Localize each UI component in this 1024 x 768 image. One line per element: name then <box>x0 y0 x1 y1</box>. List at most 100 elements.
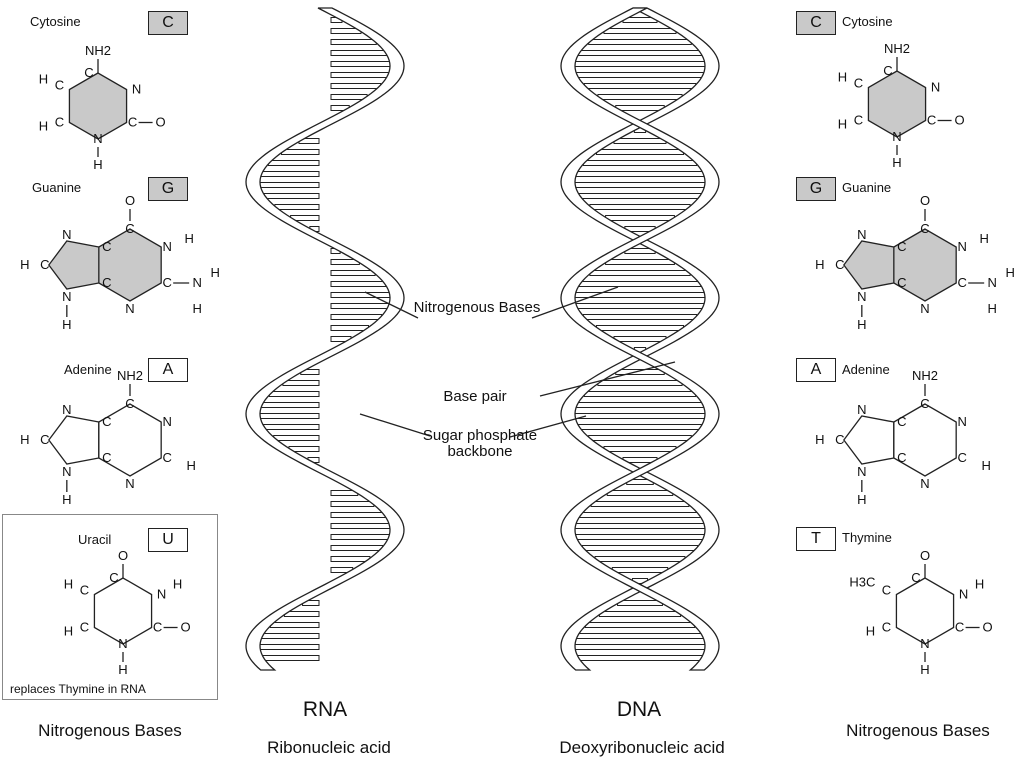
carbon-label: C <box>80 620 89 635</box>
rna-rung <box>330 545 384 551</box>
rna-rung <box>330 39 377 45</box>
nitrogen-label: N <box>892 129 901 144</box>
oxygen-label: O <box>920 193 930 208</box>
dna-rung <box>583 83 697 89</box>
nitrogen-label: N <box>959 587 968 602</box>
rna-rung <box>261 633 320 639</box>
carbon-label: C <box>55 78 64 93</box>
dna-rung <box>605 215 675 221</box>
carbon-label: C <box>102 450 111 465</box>
oxygen-label: O <box>118 548 128 563</box>
dna-rung <box>577 655 703 661</box>
carbon-label: C <box>883 63 892 78</box>
cytosine-label-right: Cytosine <box>842 14 893 29</box>
leader-nitrogenous-dna <box>531 286 619 319</box>
oxygen-label: O <box>181 620 191 635</box>
carbon-label: C <box>835 432 844 447</box>
rna-rung <box>262 655 320 661</box>
nitrogen-label: N <box>192 275 201 290</box>
carbon-label: C <box>897 414 906 429</box>
dna-helix <box>560 7 720 671</box>
guanine-label-left: Guanine <box>32 180 82 195</box>
hydrogen-label: H <box>39 119 48 134</box>
carbon-label: C <box>102 239 111 254</box>
footer-nitrogenous-bases-left: Nitrogenous Bases <box>38 721 182 740</box>
nitrogen-label: N <box>118 636 127 651</box>
carbon-label: C <box>920 221 929 236</box>
dna-rung <box>575 402 705 408</box>
uracil-note: replaces Thymine in RNA <box>10 682 146 696</box>
dna-rung <box>598 611 682 617</box>
guanine-letter-box-left: G <box>148 177 188 201</box>
hydrogen-label: H <box>981 458 990 473</box>
nitrogen-label: N <box>920 301 929 316</box>
rna-rung <box>260 402 320 408</box>
dna-rung <box>606 490 674 496</box>
carbon-label: C <box>162 275 171 290</box>
ring <box>895 577 955 645</box>
rna-rung <box>330 534 391 540</box>
amine-label: NH2 <box>912 368 938 383</box>
hydrogen-label: H <box>1005 265 1014 280</box>
dna-rung <box>595 149 685 155</box>
thymine-label: Thymine <box>842 530 892 545</box>
nitrogen-label: N <box>987 275 996 290</box>
dna-title: DNA <box>616 698 662 721</box>
hydrogen-label: H <box>857 492 866 507</box>
rna-rung <box>330 50 388 56</box>
rna-rung <box>330 501 375 507</box>
rna-rung <box>330 72 390 78</box>
carbon-label: C <box>927 113 936 128</box>
carbon-label: C <box>854 113 863 128</box>
hydrogen-label: H <box>20 257 29 272</box>
adenine-letter-box-right: A <box>796 358 836 382</box>
hydrogen-label: H <box>192 301 201 316</box>
carbon-label: C <box>920 396 929 411</box>
hydrogen-label: H <box>64 577 73 592</box>
dna-rung <box>590 501 690 507</box>
rna-rung <box>330 325 370 331</box>
hydrogen-label: H <box>838 70 847 85</box>
rna-rung <box>269 622 320 628</box>
oxygen-label: O <box>920 548 930 563</box>
rna-rung <box>282 380 320 386</box>
nitrogen-label: N <box>957 414 966 429</box>
nitrogen-label: N <box>162 414 171 429</box>
dna-rung <box>577 424 703 430</box>
dna-rung <box>589 270 691 276</box>
nitrogen-label: N <box>931 80 940 95</box>
leader-lines <box>359 286 676 438</box>
hydrogen-label: H <box>210 265 219 280</box>
footer-nitrogenous-bases-right: Nitrogenous Bases <box>846 721 990 740</box>
ring <box>867 70 927 138</box>
rna-rung <box>330 281 387 287</box>
dna-backbone-1 <box>560 7 720 671</box>
nitrogen-label: N <box>93 131 102 146</box>
carbon-label: C <box>40 257 49 272</box>
rna-rung <box>280 149 320 155</box>
nitrogen-label: N <box>125 476 134 491</box>
oxygen-label: O <box>125 193 135 208</box>
carbon-label: C <box>882 583 891 598</box>
hydrogen-label: H <box>920 662 929 677</box>
carbon-label: C <box>84 65 93 80</box>
carbon-label: C <box>40 432 49 447</box>
nitrogen-label: N <box>857 227 866 242</box>
nitrogen-label: N <box>920 636 929 651</box>
leader-basepair-dna <box>539 361 676 397</box>
dna-rung <box>573 413 707 419</box>
nitrogen-label: N <box>62 464 71 479</box>
leader-nitrogenous-rna <box>364 291 419 319</box>
carbon-label: C <box>897 239 906 254</box>
rna-rung <box>273 435 320 441</box>
dna-rung <box>597 380 683 386</box>
carbon-label: C <box>102 275 111 290</box>
nitrogen-label: N <box>62 289 71 304</box>
dna-rung <box>583 391 697 397</box>
rna-rung <box>330 314 383 320</box>
dna-rung <box>573 61 707 67</box>
carbon-label: C <box>897 275 906 290</box>
carbon-label: C <box>109 570 118 585</box>
adenine-label-right: Adenine <box>842 362 890 377</box>
